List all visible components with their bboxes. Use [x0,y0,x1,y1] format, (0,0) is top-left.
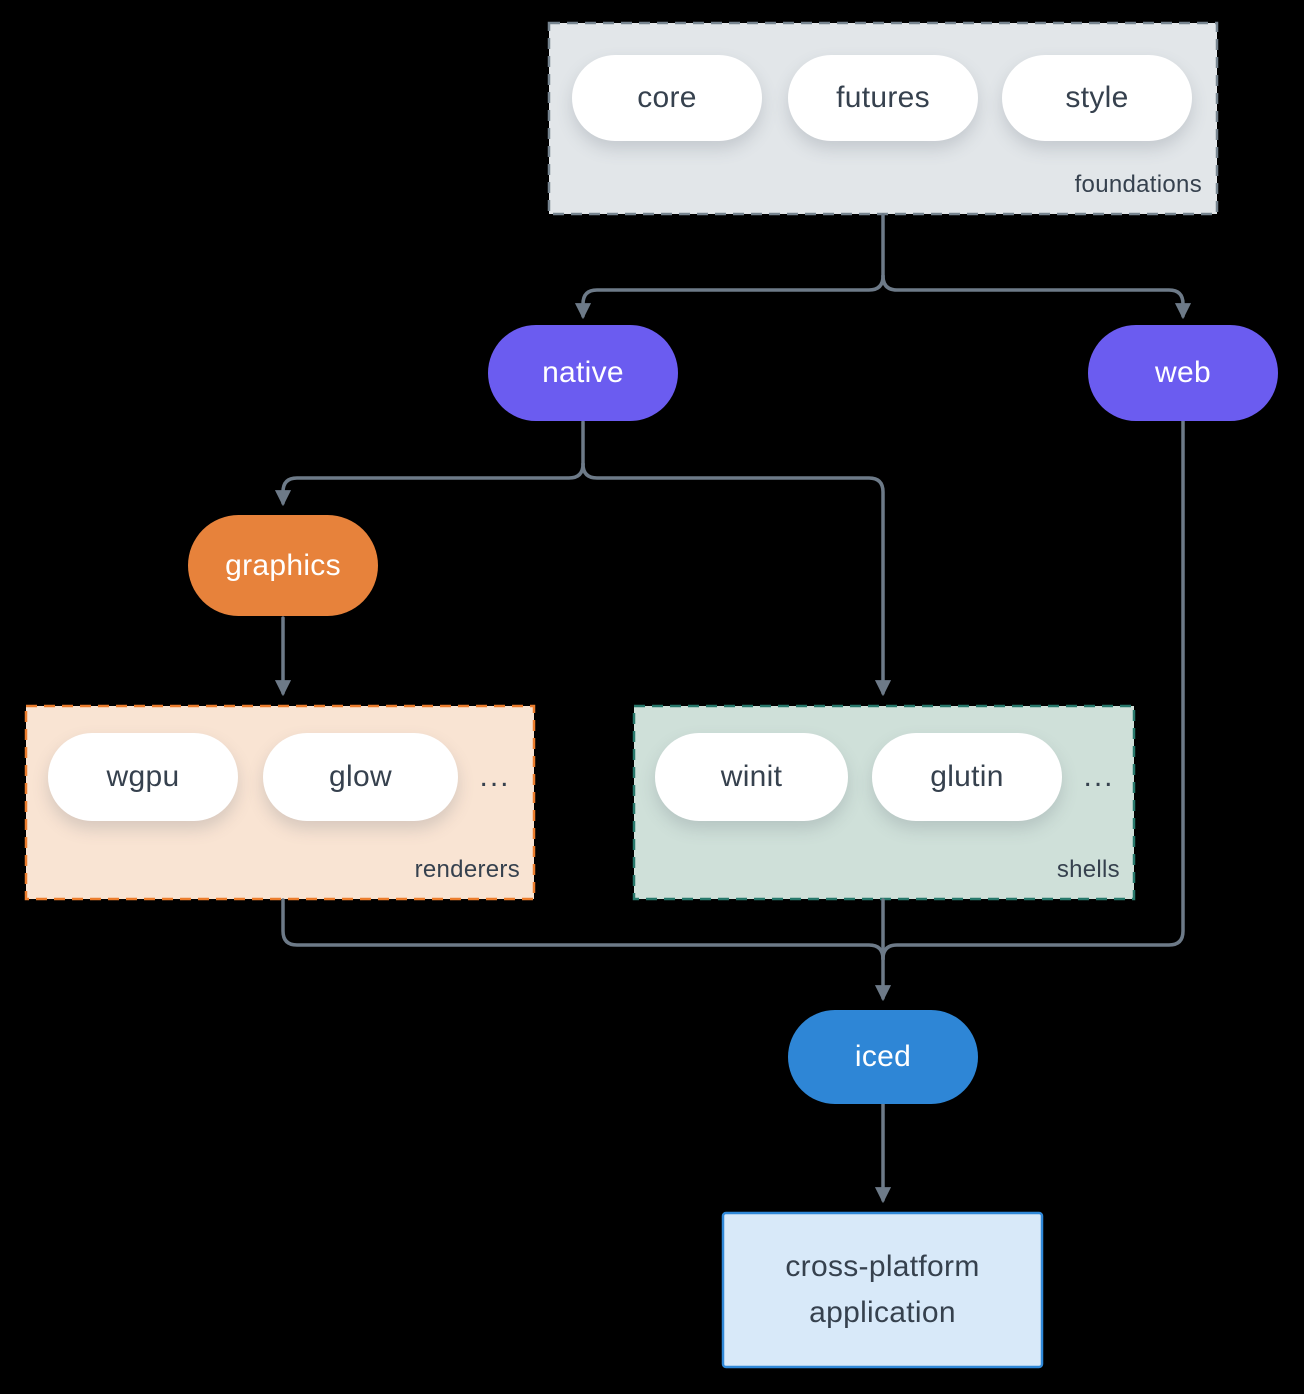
node-native: native [488,325,678,421]
pill-glow-label: glow [329,760,392,793]
renderers-ellipsis: ... [479,760,511,793]
application-text: cross-platform application [723,1213,1042,1367]
arrow-foundations-to-web [881,274,1192,320]
node-iced: iced [788,1010,978,1104]
arrow-native-to-shells [581,462,892,697]
shells-ellipsis: ... [1083,760,1115,793]
pill-style-label: style [1065,81,1129,114]
pill-glow: glow [263,733,458,821]
renderers-group-label: renderers [414,856,520,883]
node-web-label: web [1155,356,1211,389]
node-iced-label: iced [854,1040,912,1073]
pill-futures: futures [788,55,978,141]
pill-wgpu-label: wgpu [106,760,180,793]
node-graphics-label: graphics [225,548,341,582]
pill-core-label: core [637,81,697,114]
node-web: web [1088,325,1278,421]
pill-wgpu: wgpu [48,733,238,821]
pill-winit-label: winit [720,760,783,793]
pill-core: core [572,55,762,141]
arrow-foundations-to-native [574,274,885,320]
node-native-label: native [542,356,624,389]
pill-glutin-label: glutin [930,760,1004,793]
node-graphics: graphics [188,515,378,616]
application-text-line2: application [809,1296,956,1329]
arrow-renderers-to-iced [281,898,885,961]
pill-glutin: glutin [872,733,1062,821]
application-text-line1: cross-platform [785,1249,980,1283]
pill-futures-label: futures [836,81,930,114]
application-box [721,1211,1044,1369]
shells-group-label: shells [1056,856,1120,883]
arrow-native-to-graphics [274,462,585,507]
pill-winit: winit [655,733,848,821]
foundations-group-label: foundations [1074,171,1202,198]
pill-style: style [1002,55,1192,141]
